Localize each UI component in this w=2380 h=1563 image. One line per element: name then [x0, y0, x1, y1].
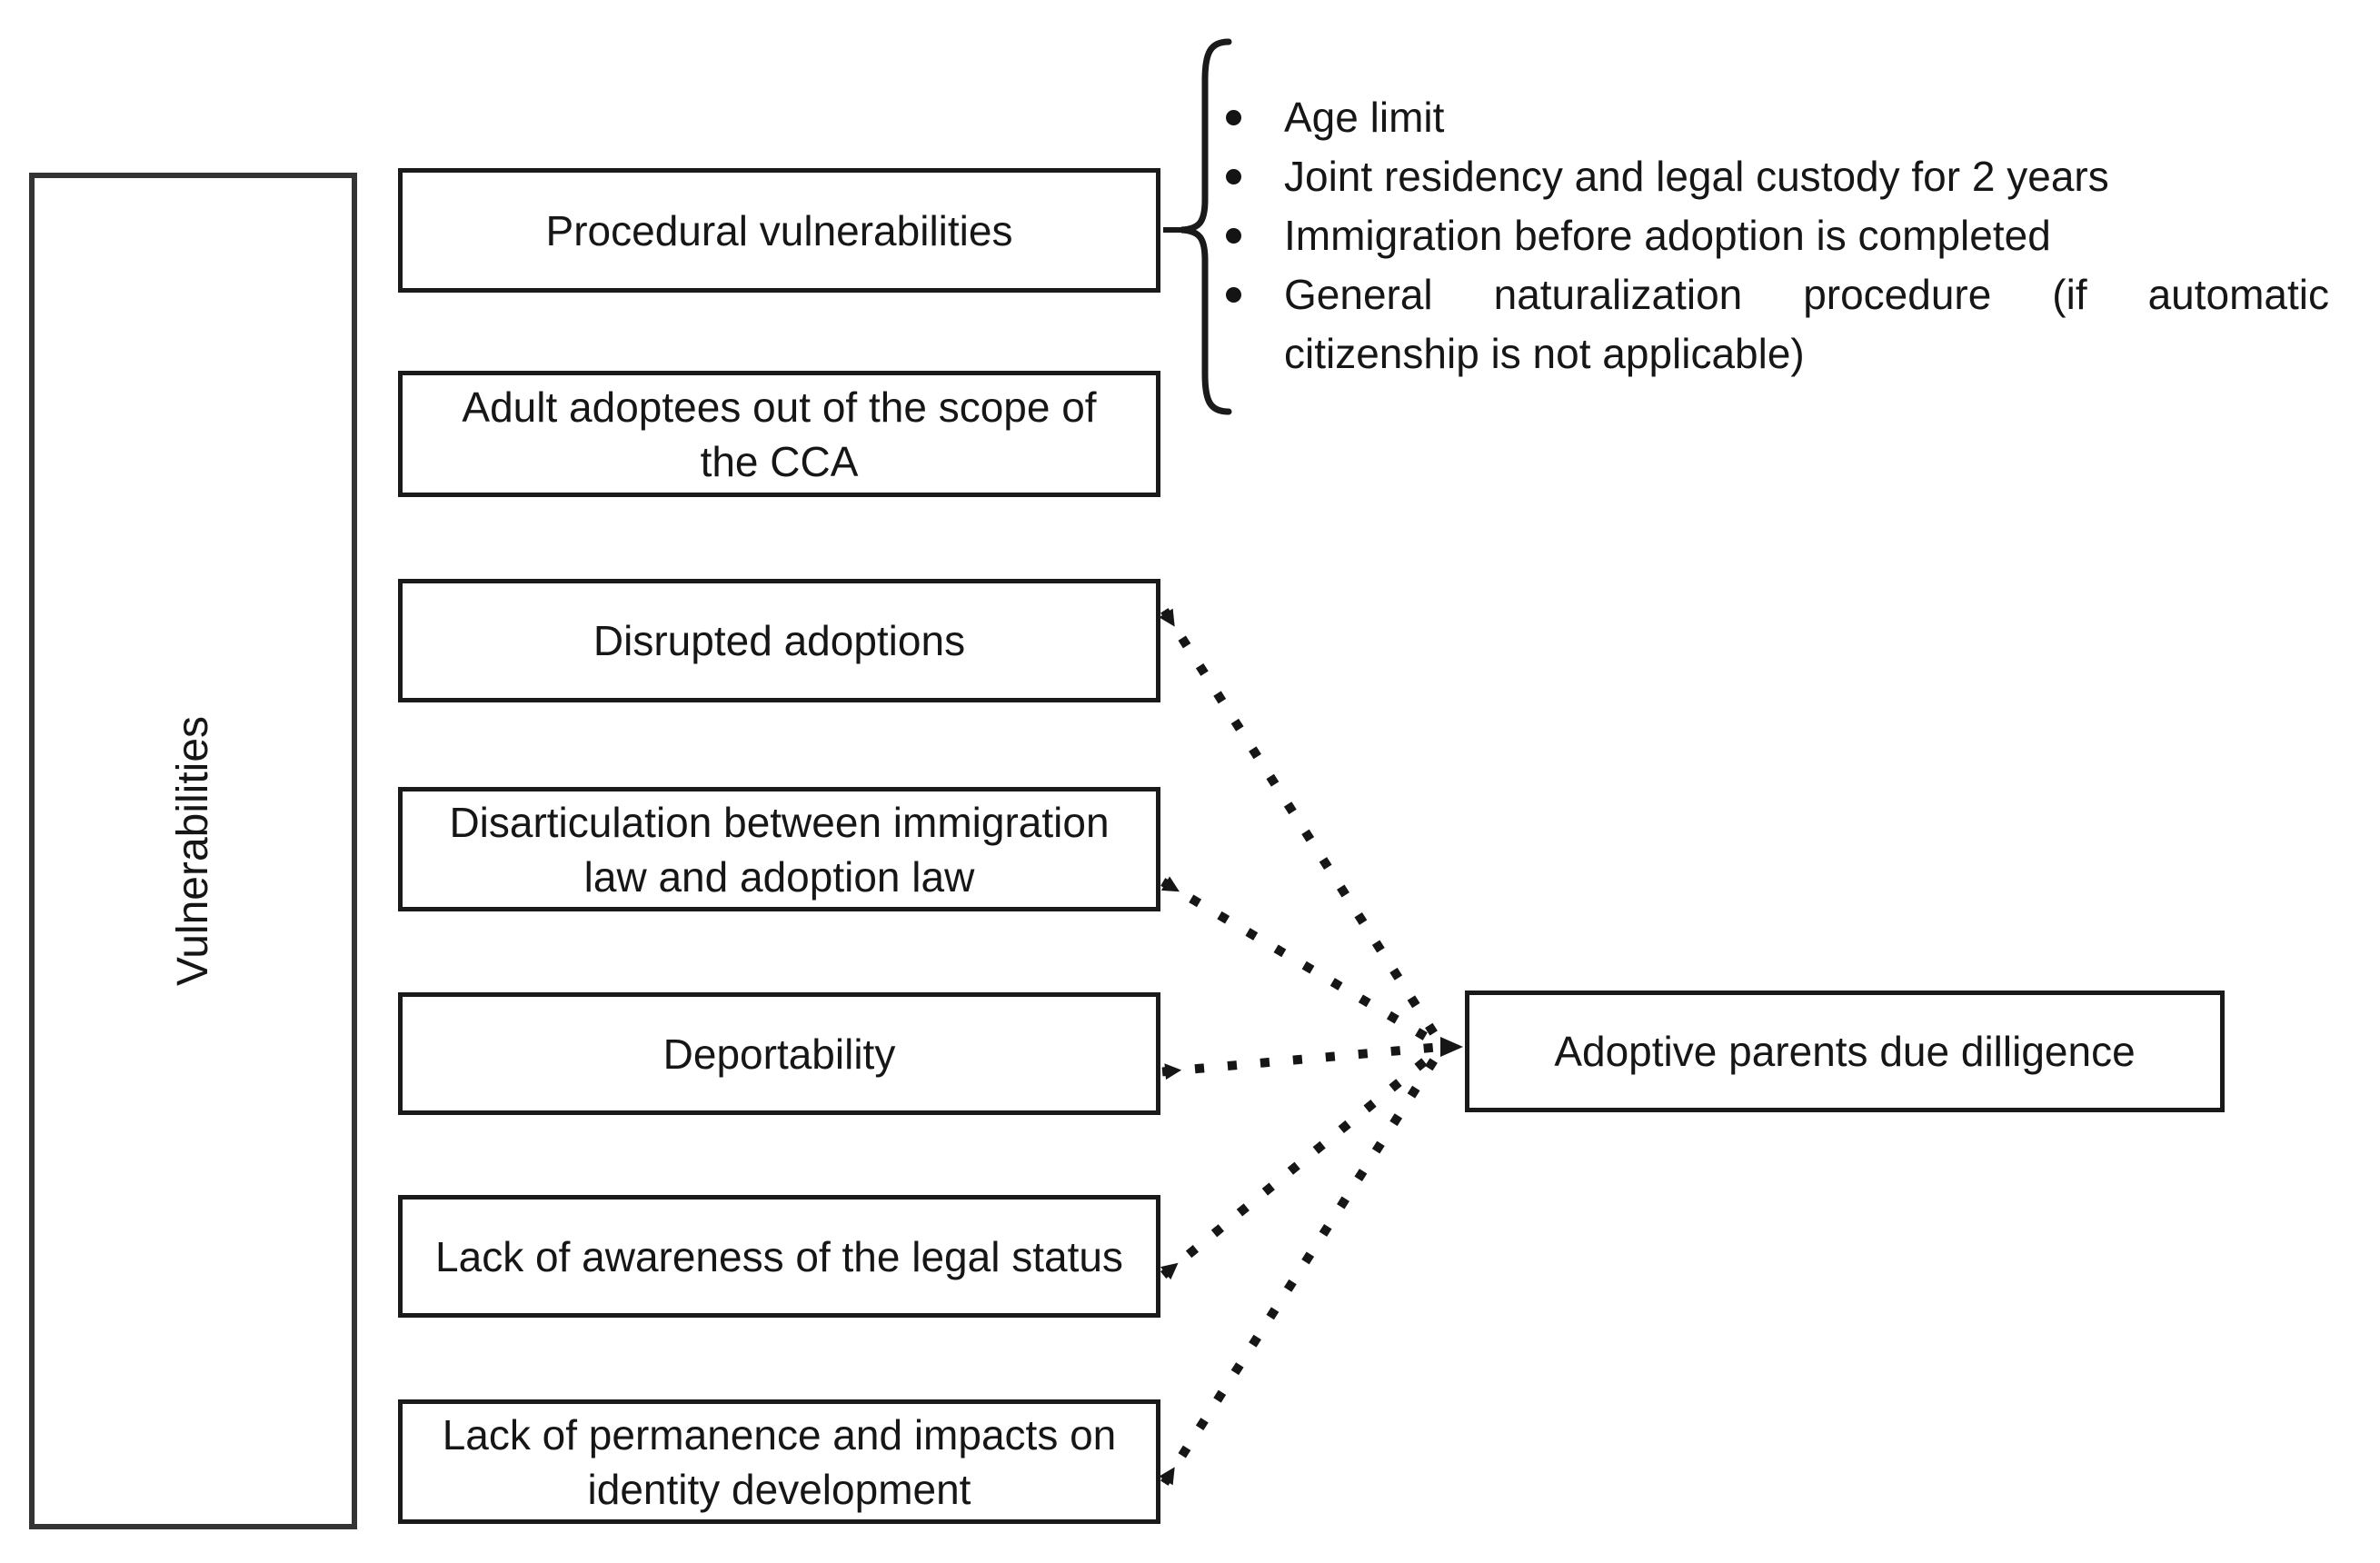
dotted-arrow-lack-of-permanence: [1159, 1042, 1448, 1486]
vulnerability-label: Lack of permanence and impacts on identi…: [442, 1410, 1117, 1513]
vulnerability-box-procedural: Procedural vulnerabilities: [398, 168, 1160, 293]
vulnerability-box-adult-adoptees: Adult adoptees out of the scope of the C…: [398, 371, 1160, 497]
dotted-arrow-disarticulation: [1160, 876, 1448, 1052]
vulnerability-box-disrupted-adoptions: Disrupted adoptions: [398, 579, 1160, 702]
bullet-icon: [1226, 110, 1241, 125]
vulnerability-label: Lack of awareness of the legal status: [435, 1232, 1123, 1280]
bullet-item: Age limit: [1208, 88, 2329, 147]
bullet-item: Joint residency and legal custody for 2 …: [1208, 147, 2329, 206]
vulnerability-box-deportability: Deportability: [398, 992, 1160, 1115]
bullet-item-text: Age limit: [1284, 94, 1445, 141]
bullet-icon: [1226, 169, 1241, 184]
dotted-arrow-disrupted-adoptions: [1159, 608, 1448, 1051]
arrowhead-into-outcome-box: [1440, 1037, 1463, 1057]
vulnerabilities-category-label: Vulnerabilities: [168, 715, 217, 987]
vulnerability-box-disarticulation: Disarticulation between immigration law …: [398, 787, 1160, 911]
bullet-item: General naturalization procedure (if aut…: [1208, 265, 2329, 383]
vulnerability-label: Procedural vulnerabilities: [545, 206, 1013, 254]
vulnerability-label: Disrupted adoptions: [593, 617, 966, 664]
bullet-item-text: Joint residency and legal custody for 2 …: [1284, 153, 2109, 200]
bullet-item-text: General naturalization procedure (if aut…: [1284, 271, 2329, 377]
dotted-arrow-deportability: [1161, 1041, 1447, 1080]
outcome-box: Adoptive parents due dilligence: [1465, 991, 2225, 1112]
vulnerabilities-category-box: Vulnerabilities: [29, 173, 357, 1529]
vulnerability-label: Disarticulation between immigration law …: [449, 798, 1110, 901]
dotted-arrow-lack-of-awareness: [1160, 1040, 1449, 1280]
outcome-label: Adoptive parents due dilligence: [1554, 1028, 2136, 1075]
vulnerability-label: Adult adoptees out of the scope of the C…: [462, 383, 1097, 485]
bullet-item-text: Immigration before adoption is completed: [1284, 212, 2051, 259]
bullet-icon: [1226, 228, 1241, 244]
procedural-details-list: Age limit Joint residency and legal cust…: [1208, 88, 2329, 383]
vulnerability-box-lack-of-permanence: Lack of permanence and impacts on identi…: [398, 1399, 1160, 1524]
bullet-item: Immigration before adoption is completed: [1208, 206, 2329, 265]
vulnerability-label: Deportability: [662, 1030, 896, 1078]
vulnerability-box-lack-of-awareness: Lack of awareness of the legal status: [398, 1195, 1160, 1318]
bullet-icon: [1226, 287, 1241, 303]
